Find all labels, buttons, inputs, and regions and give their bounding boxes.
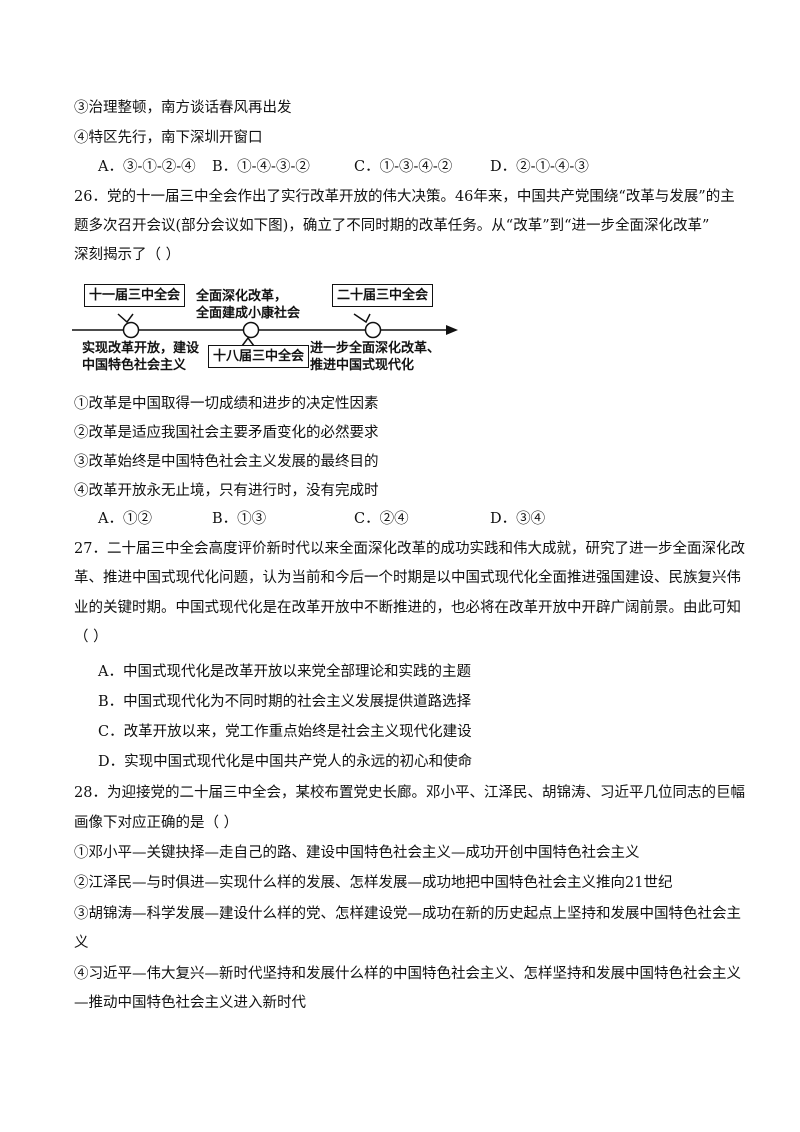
option-b: B．①③ bbox=[212, 511, 267, 527]
q28-item-4-line-1: ④习近平—伟大复兴—新时代坚持和发展什么样的中国特色社会主义、怎样坚持和发展中国… bbox=[74, 966, 741, 982]
q28-item-3-line-1: ③胡锦涛—科学发展—建设什么样的党、怎样建设党—成功在新的历史起点上坚持和发展中… bbox=[74, 906, 741, 922]
q26-options: A．①② B．①③ C．②④ D．③④ bbox=[98, 509, 738, 529]
q27-option-d: D．实现中国式现代化是中国共产党人的永远的初心和使命 bbox=[98, 754, 473, 770]
timeline-box-18th: 十八届三中全会 bbox=[208, 345, 310, 368]
option-a: A．①② bbox=[98, 511, 152, 527]
timeline-node-1 bbox=[122, 321, 140, 339]
q27-stem-line-3: 业的关键时期。中国式现代化是在改革开放中不断推进的，也必将在改革开放中开辟广阔前… bbox=[74, 600, 741, 616]
q26-timeline-diagram: 十一届三中全会 全面深化改革， 全面建成小康社会 二十届三中全会 实现改革开放，… bbox=[70, 278, 460, 378]
q27-stem-line-1: 27．二十届三中全会高度评价新时代以来全面深化改革的成功实践和伟大成就，研究了进… bbox=[74, 541, 745, 557]
timeline-box-11th: 十一届三中全会 bbox=[84, 284, 186, 307]
timeline-node-2 bbox=[242, 321, 260, 339]
prev-item-3: ③治理整顿，南方谈话春风再出发 bbox=[74, 100, 292, 116]
q26-item-2: ②改革是适应我国社会主要矛盾变化的必然要求 bbox=[74, 425, 379, 441]
q27-option-b: B．中国式现代化为不同时期的社会主义发展提供道路选择 bbox=[98, 694, 472, 710]
timeline-label-right-1: 进一步全面深化改革、 bbox=[310, 341, 441, 356]
q26-stem-line-3: 深刻揭示了（ ） bbox=[74, 247, 181, 263]
q26-stem-line-2: 题多次召开会议(部分会议如下图)，确立了不同时期的改革任务。从“改革”到“进一步… bbox=[74, 218, 710, 234]
option-d: D．②-①-④-③ bbox=[490, 159, 589, 175]
q28-item-2: ②江泽民—与时俱进—实现什么样的发展、怎样发展—成功地把中国特色社会主义推向21… bbox=[74, 875, 673, 891]
timeline-node-3 bbox=[364, 321, 382, 339]
prev-item-4: ④特区先行，南下深圳开窗口 bbox=[74, 130, 263, 146]
q27-option-a: A．中国式现代化是改革开放以来党全部理论和实践的主题 bbox=[98, 664, 471, 680]
q27-stem-line-4: （ ） bbox=[74, 629, 108, 645]
q27-stem-line-2: 革、推进中国式现代化问题，认为当前和今后一个时期是以中国式现代化全面推进强国建设… bbox=[74, 570, 741, 586]
option-c: C．①-③-④-② bbox=[354, 159, 453, 175]
q26-item-3: ③改革始终是中国特色社会主义发展的最终目的 bbox=[74, 454, 379, 470]
timeline-label-right-2: 推进中国式现代化 bbox=[310, 358, 415, 373]
option-b: B．①-④-③-② bbox=[212, 159, 310, 175]
q26-stem-line-1: 26．党的十一届三中全会作出了实行改革开放的伟大决策。46年来，中国共产党围绕“… bbox=[74, 189, 735, 205]
timeline-label-left-2: 中国特色社会主义 bbox=[82, 358, 187, 373]
q28-item-3-line-2: 义 bbox=[74, 935, 89, 951]
timeline-label-mid-2: 全面建成小康社会 bbox=[196, 306, 301, 321]
q26-item-4: ④改革开放永无止境，只有进行时，没有完成时 bbox=[74, 483, 379, 499]
q28-stem-line-2: 画像下对应正确的是（ ） bbox=[74, 815, 239, 831]
timeline-axis bbox=[72, 313, 458, 347]
timeline-label-mid-1: 全面深化改革， bbox=[196, 289, 288, 304]
option-a: A．③-①-②-④ bbox=[98, 159, 196, 175]
q28-item-4-line-2: —推动中国特色社会主义进入新时代 bbox=[74, 995, 306, 1011]
timeline-label-left-1: 实现改革开放，建设 bbox=[82, 341, 200, 356]
prev-options: A．③-①-②-④ B．①-④-③-② C．①-③-④-② D．②-①-④-③ bbox=[98, 157, 738, 177]
q27-option-c: C．改革开放以来，党工作重点始终是社会主义现代化建设 bbox=[98, 724, 472, 740]
q28-item-1: ①邓小平—关键抉择—走自己的路、建设中国特色社会主义—成功开创中国特色社会主义 bbox=[74, 845, 640, 861]
option-d: D．③④ bbox=[490, 511, 546, 527]
q26-item-1: ①改革是中国取得一切成绩和进步的决定性因素 bbox=[74, 396, 379, 412]
q28-stem-line-1: 28．为迎接党的二十届三中全会，某校布置党史长廊。邓小平、江泽民、胡锦涛、习近平… bbox=[74, 785, 745, 801]
option-c: C．②④ bbox=[354, 511, 409, 527]
timeline-box-20th: 二十届三中全会 bbox=[332, 284, 434, 307]
